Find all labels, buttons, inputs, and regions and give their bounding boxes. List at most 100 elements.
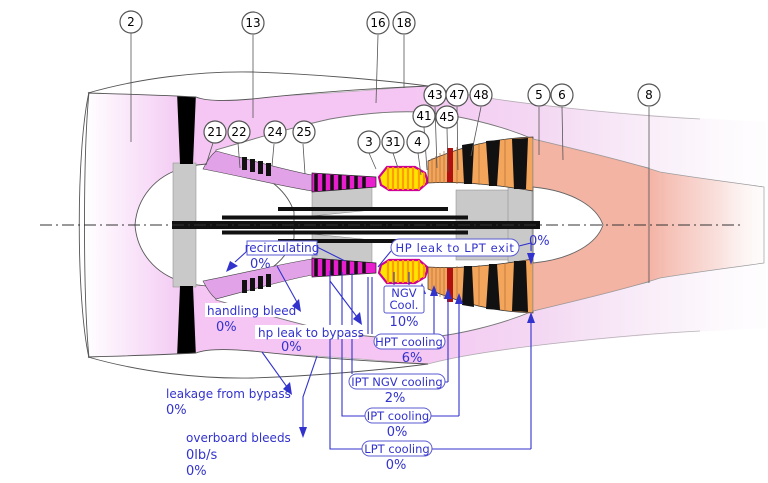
combustor <box>377 165 429 285</box>
svg-text:48: 48 <box>473 88 488 102</box>
ipt-ngv-cooling-box <box>348 373 446 390</box>
handling-bleed-label: handling bleed <box>207 304 296 318</box>
hp-leak-bypass-arrow <box>353 312 362 325</box>
ngv-cooling-label-2: Cool. <box>390 298 419 312</box>
lpt-cooling-arrow <box>527 312 535 323</box>
svg-text:5: 5 <box>535 88 543 102</box>
svg-text:16: 16 <box>370 16 385 30</box>
station-marker-22: 22 <box>227 120 251 144</box>
booster-blades <box>242 157 271 293</box>
hp-leak-bypass-value: 0% <box>281 340 302 355</box>
hpt-cooling-value: 6% <box>402 351 423 366</box>
overboard-bleeds-arrow <box>299 427 307 438</box>
ip-shaft-lower <box>222 230 468 235</box>
station-marker-5: 5 <box>527 83 551 107</box>
station-marker-47: 47 <box>445 83 469 107</box>
svg-text:43: 43 <box>427 88 442 102</box>
recirculating-label: recirculating <box>245 241 320 255</box>
lpt-cooling-box <box>361 440 433 457</box>
station-marker-31: 31 <box>381 130 405 154</box>
svg-text:41: 41 <box>416 109 431 123</box>
recirculating-arrow <box>226 261 238 272</box>
hp-leak-lpt-value: 0% <box>529 234 550 249</box>
leakage-bypass-label: leakage from bypass <box>166 387 291 401</box>
ipt-ngv-cooling-label: IPT NGV cooling <box>351 375 442 389</box>
hpc-blades <box>314 174 366 276</box>
hpt-ngv-red <box>447 148 453 182</box>
ip-shaft-upper <box>222 215 468 220</box>
hp-leak-lpt-label: HP leak to LPT exit <box>396 241 515 255</box>
turbine-blades-lower <box>462 261 528 312</box>
handling-bleed-value: 0% <box>216 320 237 335</box>
hp-leak-lpt-arrow <box>527 253 535 265</box>
hp-leak-lpt-box <box>390 238 520 257</box>
svg-text:31: 31 <box>385 135 400 149</box>
svg-text:8: 8 <box>645 88 653 102</box>
fan-blades <box>177 92 196 358</box>
handling-bleed-arrow <box>292 299 301 312</box>
ipt-cooling-value: 0% <box>387 425 408 440</box>
core-exhaust <box>532 138 765 312</box>
svg-text:18: 18 <box>396 16 411 30</box>
svg-text:45: 45 <box>439 110 454 124</box>
station-marker-24: 24 <box>263 120 287 144</box>
station-marker-41: 41 <box>412 104 436 128</box>
hp-leak-bypass-label: hp leak to bypass <box>258 326 364 340</box>
station-marker-43: 43 <box>423 83 447 107</box>
recirculating-box <box>246 240 318 256</box>
lpt-cooling-label: LPT cooling <box>364 442 429 456</box>
hp-shaft-upper <box>278 207 448 211</box>
ipt-cooling-arrow <box>455 293 463 304</box>
station-marker-48: 48 <box>469 83 493 107</box>
recirculating-value: 0% <box>250 257 271 272</box>
lpt-cooling-value: 0% <box>386 458 407 473</box>
turbine-blades-upper <box>462 138 528 189</box>
nacelle <box>87 71 429 379</box>
hp-compressor <box>311 172 377 278</box>
station-marker-6: 6 <box>550 83 574 107</box>
svg-text:47: 47 <box>449 88 464 102</box>
leakage-bypass-arrow <box>283 382 292 395</box>
svg-text:2: 2 <box>127 15 135 29</box>
svg-text:3: 3 <box>365 135 373 149</box>
bleed-labels: recirculating 0% handling bleed 0% hp le… <box>166 234 550 479</box>
ngv-cooling-label-1: NGV <box>391 286 417 300</box>
station-marker-25: 25 <box>292 120 316 144</box>
station-markers: 2 13 16 18 21 22 24 25 3 31 4 41 45 43 4… <box>119 10 661 154</box>
station-marker-8: 8 <box>637 83 661 107</box>
svg-text:6: 6 <box>558 88 566 102</box>
hp-shaft-lower <box>278 239 448 243</box>
station-marker-4: 4 <box>406 130 430 154</box>
ipt-ngv-cooling-value: 2% <box>385 391 406 406</box>
ngv-cooling-box <box>383 285 425 314</box>
ipt-ngv-cooling-arrow <box>444 288 452 299</box>
ipt-cooling-box <box>364 407 432 424</box>
turbine-section <box>427 136 534 314</box>
station-marker-2: 2 <box>119 10 143 34</box>
hpt-cooling-box <box>373 333 446 350</box>
station-marker-16: 16 <box>366 11 390 35</box>
svg-text:21: 21 <box>207 125 222 139</box>
leakage-bypass-value: 0% <box>166 403 187 418</box>
svg-text:22: 22 <box>231 125 246 139</box>
hpt-cooling-label: HPT cooling <box>375 335 443 349</box>
station-marker-21: 21 <box>203 120 227 144</box>
overboard-bleeds-label: overboard bleeds <box>186 431 291 445</box>
station-marker-13: 13 <box>241 11 265 35</box>
station-marker-45: 45 <box>435 105 459 129</box>
ipt-cooling-label: IPT cooling <box>367 409 429 423</box>
svg-text:4: 4 <box>414 135 422 149</box>
hpt-cooling-arrow <box>430 285 438 296</box>
station-marker-18: 18 <box>392 11 416 35</box>
svg-text:24: 24 <box>267 125 282 139</box>
svg-text:13: 13 <box>245 16 260 30</box>
booster-section <box>202 150 313 300</box>
overboard-bleeds-value: 0% <box>186 464 207 479</box>
station-marker-3: 3 <box>357 130 381 154</box>
overboard-bleeds-rate: 0lb/s <box>186 448 218 463</box>
bleed-arrows <box>226 253 535 438</box>
ngv-cooling-value: 10% <box>390 315 419 330</box>
bleed-connectors <box>234 242 532 450</box>
svg-text:25: 25 <box>296 125 311 139</box>
